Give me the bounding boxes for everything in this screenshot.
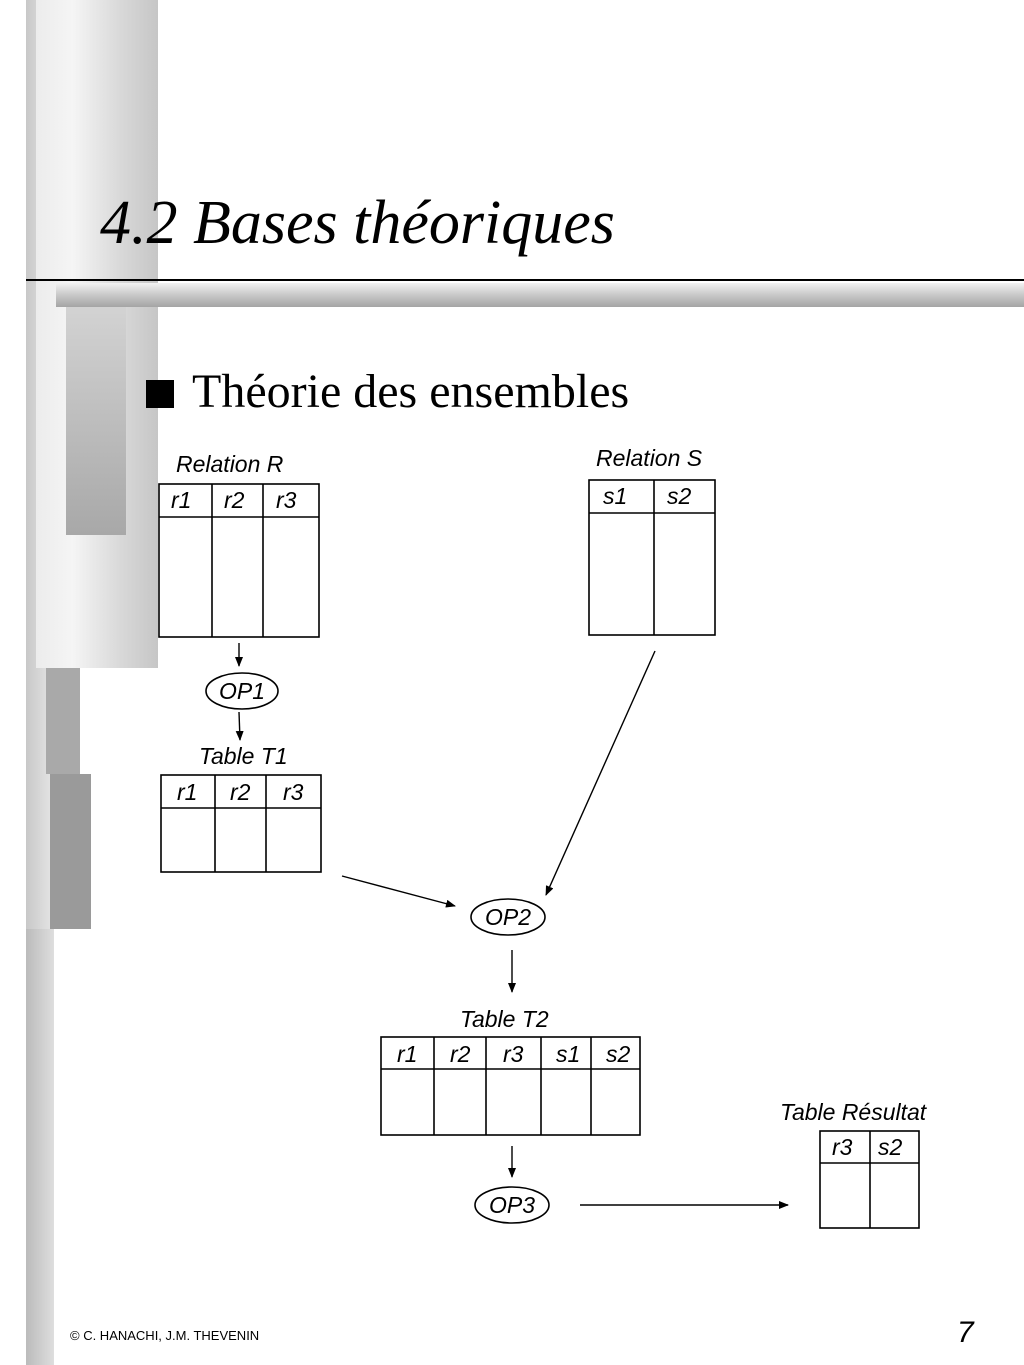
op3-label: OP3: [489, 1192, 535, 1218]
table-t2: Table T2 r1 r2 r3 s1 s2: [380, 1006, 641, 1136]
table-t1-column-header: r2: [230, 779, 251, 805]
relation-r-caption: Relation R: [176, 451, 283, 477]
op2-ellipse: [470, 898, 546, 936]
arrow-t1-to-op2: [341, 875, 456, 908]
relation-r-column-header: r3: [276, 487, 297, 513]
relation-s: Relation S s1 s2: [588, 445, 716, 636]
table-t1-column-header: r1: [177, 779, 197, 805]
page-number: 7: [957, 1316, 974, 1349]
table-t2-column-header: r3: [503, 1041, 524, 1067]
table-t2-box: [380, 1036, 641, 1136]
op1-node: OP1: [205, 672, 279, 710]
table-result-caption: Table Résultat: [780, 1099, 928, 1125]
decorative-bar: [26, 929, 54, 1365]
op3-node: OP3: [474, 1186, 550, 1224]
table-t1: Table T1 r1 r2 r3: [160, 743, 322, 873]
title-divider-band: [56, 283, 1024, 307]
title-divider-line: [26, 279, 1024, 281]
table-result-column-header: s2: [878, 1134, 903, 1160]
relation-r-column-header: r2: [224, 487, 245, 513]
table-t2-column-header: s1: [556, 1041, 580, 1067]
table-t2-caption: Table T2: [460, 1006, 549, 1032]
square-bullet-icon: [146, 380, 174, 408]
table-result: Table Résultat r3 s2: [780, 1099, 928, 1229]
bullet-text: Théorie des ensembles: [192, 365, 630, 418]
relation-r-box: [158, 483, 320, 638]
relation-s-column-header: s1: [603, 483, 627, 509]
table-t1-column-header: r3: [283, 779, 304, 805]
table-result-column-header: r3: [832, 1134, 853, 1160]
decorative-bar: [46, 668, 80, 774]
footer-copyright: © C. HANACHI, J.M. THEVENIN: [70, 1328, 260, 1343]
op2-label: OP2: [485, 904, 531, 930]
decorative-bar: [50, 774, 91, 929]
op2-node: OP2: [470, 898, 546, 936]
slide-title: 4.2 Bases théoriques: [100, 189, 615, 257]
op3-ellipse: [474, 1186, 550, 1224]
table-t2-column-header: r1: [397, 1041, 417, 1067]
relation-r-column-header: r1: [171, 487, 191, 513]
relation-s-column-header: s2: [667, 483, 692, 509]
relation-s-caption: Relation S: [596, 445, 703, 471]
table-t2-column-header: r2: [450, 1041, 471, 1067]
op1-label: OP1: [219, 678, 265, 704]
decorative-bar: [66, 300, 126, 535]
relation-s-box: [588, 479, 716, 636]
table-t1-caption: Table T1: [199, 743, 288, 769]
table-t1-box: [160, 774, 322, 873]
arrow-op1-to-t1: [235, 711, 244, 741]
arrow-s-to-op2: [545, 650, 656, 896]
table-t2-column-header: s2: [606, 1041, 631, 1067]
op1-ellipse: [205, 672, 279, 710]
relation-r: Relation R r1 r2 r3: [158, 451, 320, 638]
